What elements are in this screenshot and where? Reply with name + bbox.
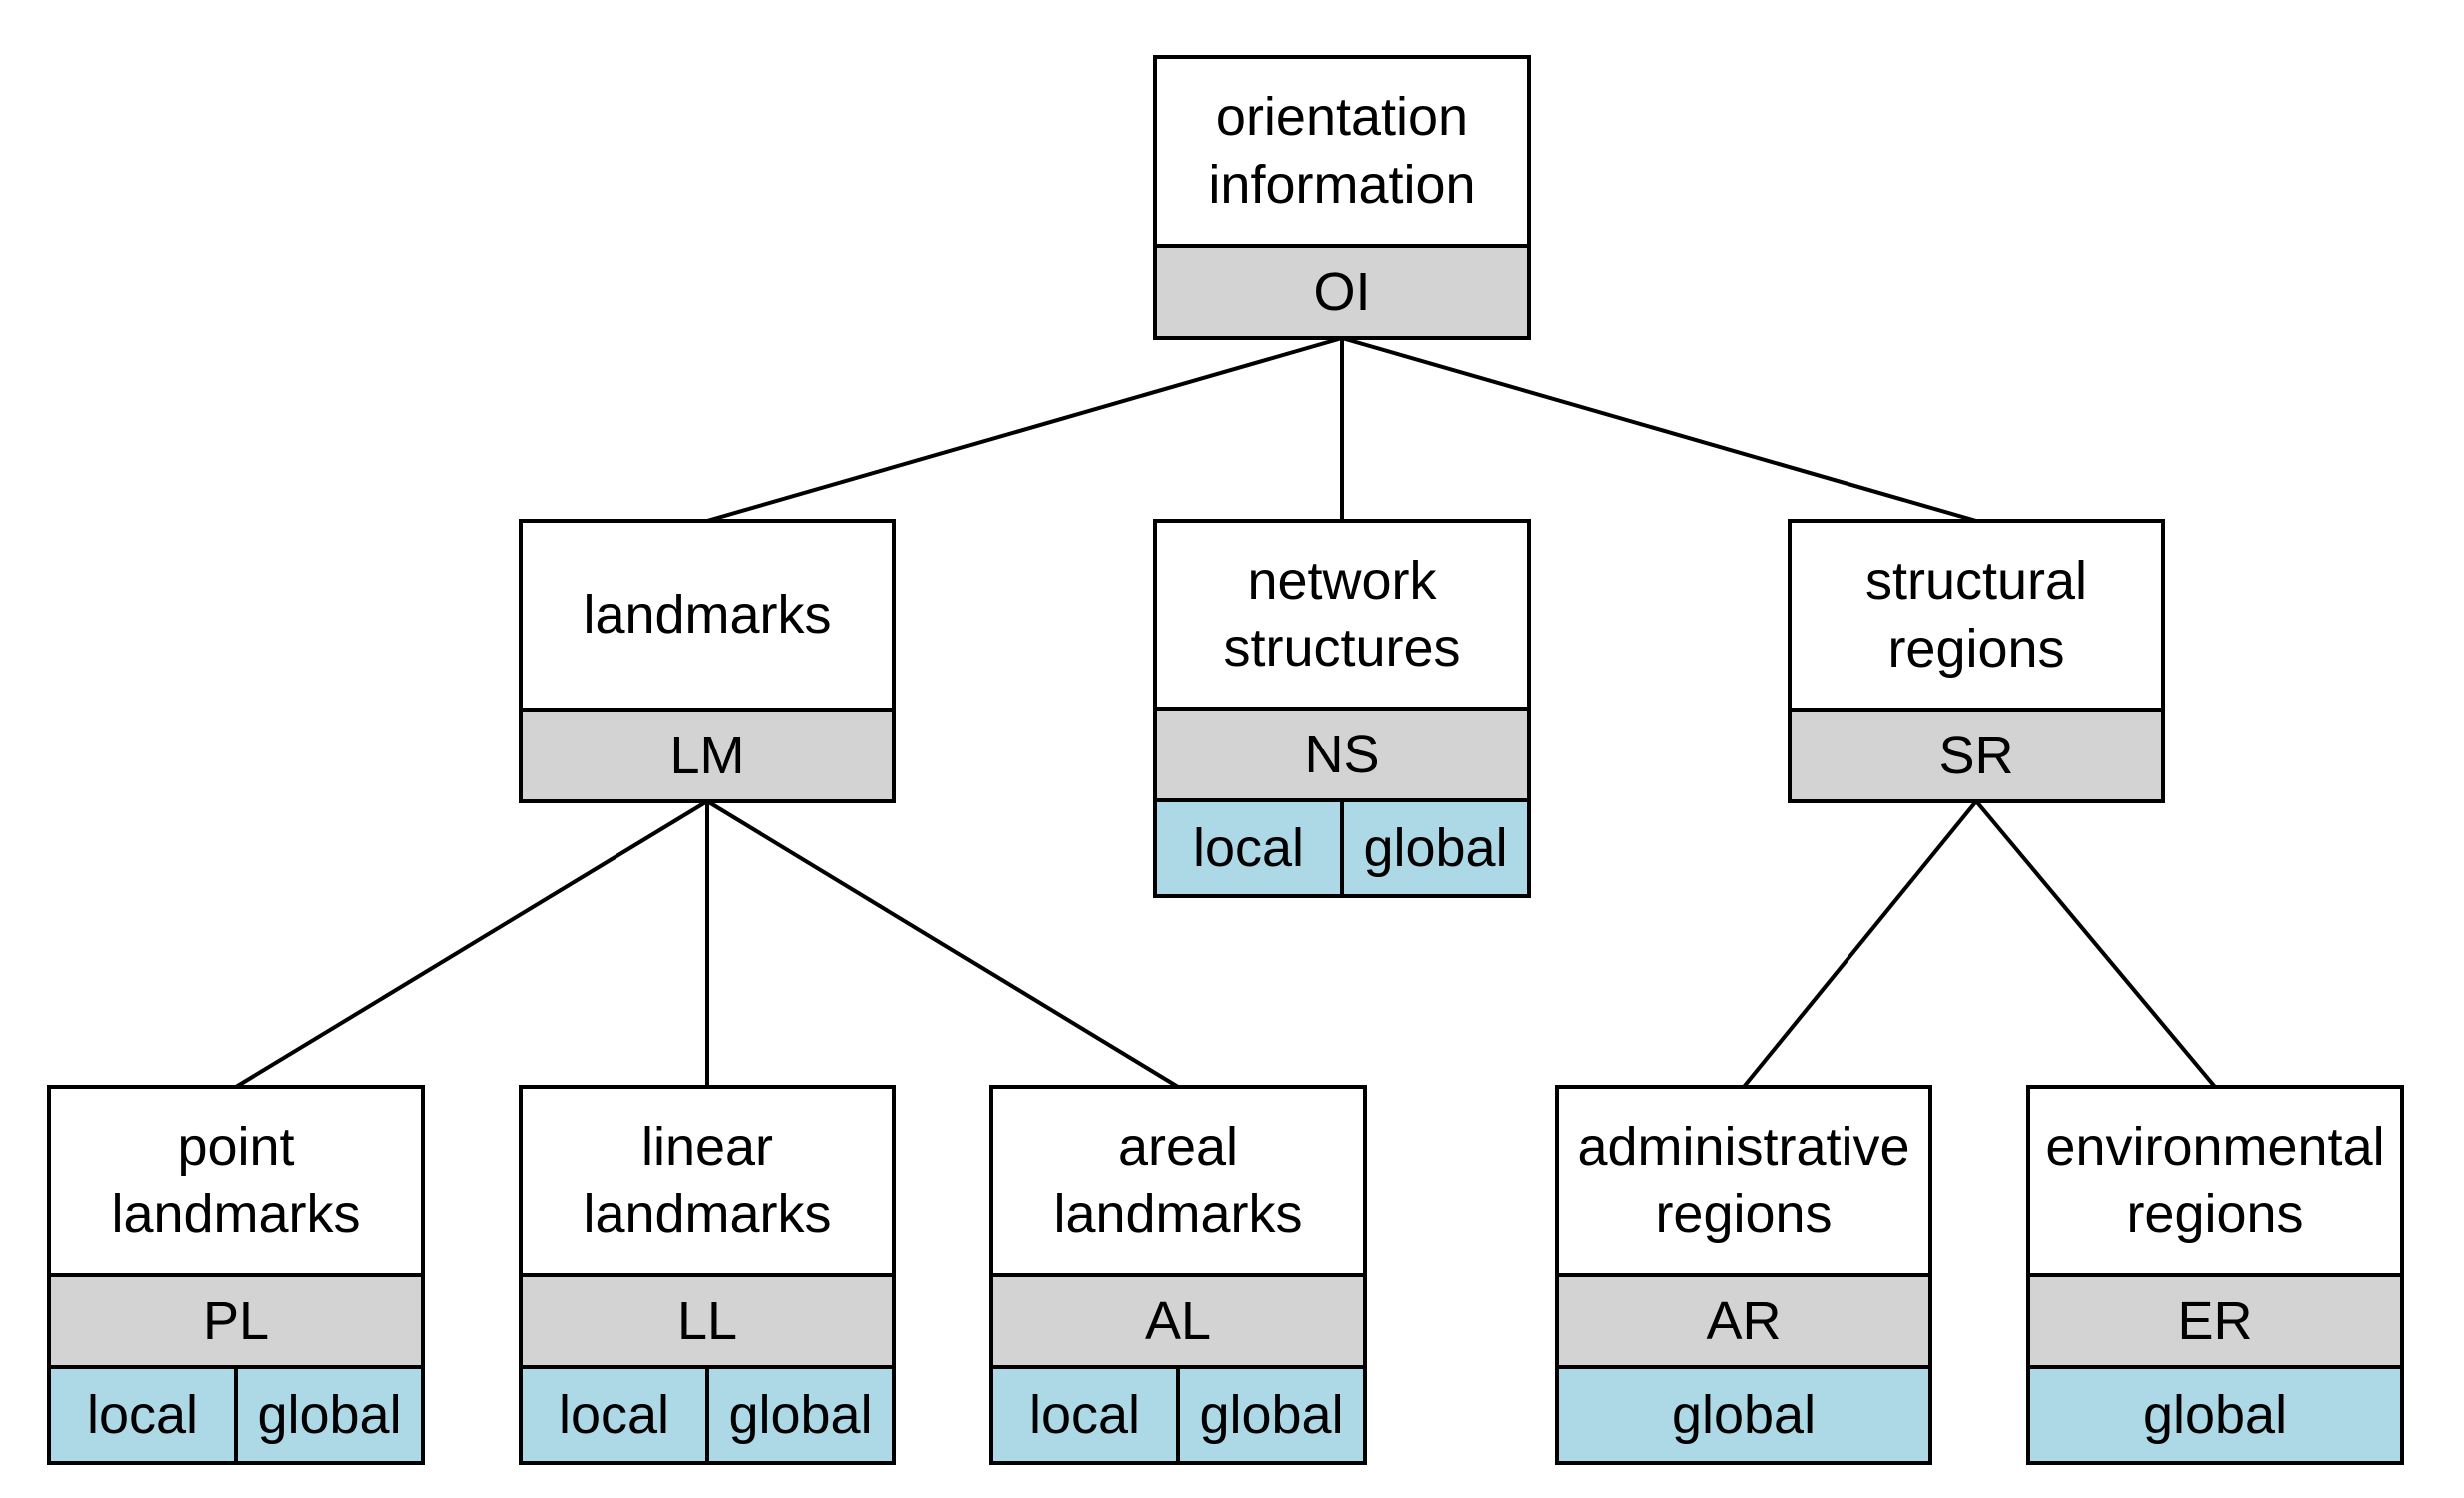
scope-local-cell: local bbox=[1192, 818, 1305, 878]
scope-band: local global bbox=[1157, 798, 1527, 894]
scope-global-cell: global bbox=[1176, 1369, 1363, 1461]
node-network-structures: network structures NS local global bbox=[1153, 519, 1531, 898]
node-label: orientation information bbox=[1208, 87, 1476, 215]
node-abbr: ER bbox=[2030, 1273, 2400, 1365]
edge-oi-sr bbox=[1341, 336, 1977, 523]
node-label: network structures bbox=[1223, 550, 1461, 679]
node-landmarks: landmarks LM bbox=[519, 519, 896, 803]
node-label: linear landmarks bbox=[583, 1116, 832, 1245]
edge-sr-er bbox=[1974, 799, 2217, 1089]
node-abbr: AR bbox=[1559, 1273, 1928, 1365]
scope-local-cell: local bbox=[558, 1385, 670, 1445]
scope-band: local global bbox=[523, 1365, 892, 1461]
scope-band: global bbox=[2030, 1365, 2400, 1461]
node-label: areal landmarks bbox=[1053, 1116, 1303, 1245]
scope-global-cell: global bbox=[705, 1369, 892, 1461]
node-label: point landmarks bbox=[111, 1116, 361, 1245]
node-abbr: OI bbox=[1157, 244, 1527, 336]
node-environmental-regions: environmental regions ER global bbox=[2026, 1085, 2404, 1465]
node-abbr: LL bbox=[523, 1273, 892, 1365]
node-point-landmarks: point landmarks PL local global bbox=[47, 1085, 425, 1465]
scope-local-cell: local bbox=[1028, 1385, 1141, 1445]
scope-global-cell: global bbox=[2142, 1385, 2288, 1445]
edge-lm-al bbox=[705, 799, 1180, 1089]
node-abbr: AL bbox=[993, 1273, 1363, 1365]
node-abbr: SR bbox=[1792, 708, 2161, 799]
edge-sr-ar bbox=[1742, 799, 1978, 1089]
node-label: structural regions bbox=[1864, 551, 2088, 679]
scope-band: local global bbox=[993, 1365, 1363, 1461]
scope-local-cell: local bbox=[86, 1385, 199, 1445]
node-abbr: NS bbox=[1157, 707, 1527, 798]
node-structural-regions: structural regions SR bbox=[1788, 519, 2165, 803]
node-orientation-information: orientation information OI bbox=[1153, 55, 1531, 340]
node-label: administrative regions bbox=[1577, 1116, 1910, 1245]
edge-lm-pl bbox=[234, 799, 709, 1089]
node-abbr: PL bbox=[51, 1273, 421, 1365]
scope-global-cell: global bbox=[1340, 802, 1527, 894]
node-areal-landmarks: areal landmarks AL local global bbox=[989, 1085, 1367, 1465]
scope-band: global bbox=[1559, 1365, 1928, 1461]
node-label: environmental regions bbox=[2045, 1116, 2385, 1245]
node-abbr: LM bbox=[523, 708, 892, 799]
scope-band: local global bbox=[51, 1365, 421, 1461]
node-administrative-regions: administrative regions AR global bbox=[1555, 1085, 1932, 1465]
node-label: landmarks bbox=[583, 584, 832, 645]
edge-oi-lm bbox=[706, 336, 1343, 523]
node-linear-landmarks: linear landmarks LL local global bbox=[519, 1085, 896, 1465]
scope-global-cell: global bbox=[234, 1369, 421, 1461]
scope-global-cell: global bbox=[1671, 1385, 1817, 1445]
